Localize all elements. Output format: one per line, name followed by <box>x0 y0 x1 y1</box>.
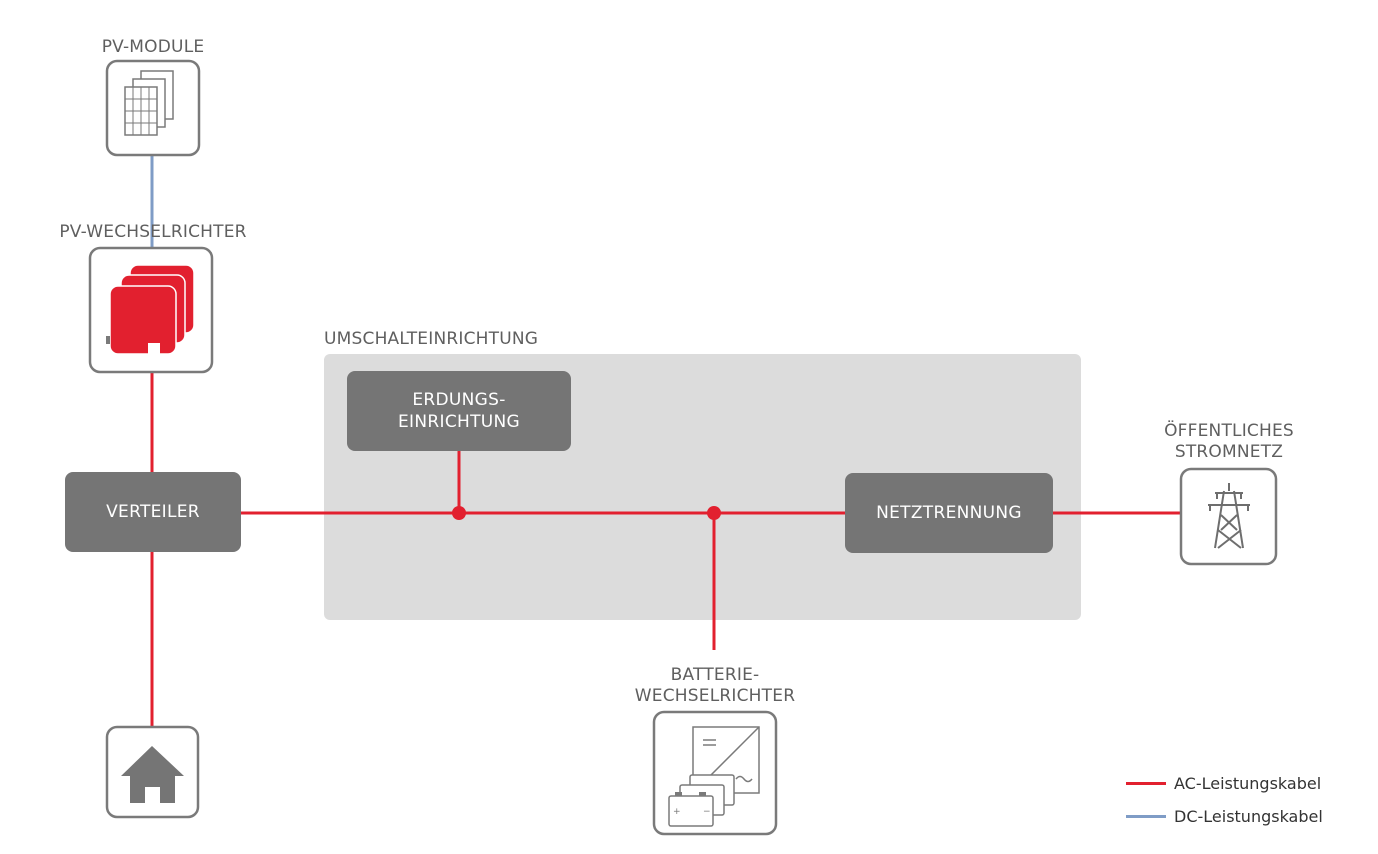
legend-ac-label: AC-Leistungskabel <box>1174 774 1322 793</box>
grounding-device-box: ERDUNGS- EINRICHTUNG <box>347 371 571 451</box>
battery-inverter-label: BATTERIE- WECHSELRICHTER <box>602 665 828 707</box>
house-icon <box>105 725 200 819</box>
junction-grounding <box>452 506 466 520</box>
grid-separation-box: NETZTRENNUNG <box>845 473 1053 553</box>
legend-ac: AC-Leistungskabel <box>1126 774 1321 793</box>
grounding-device-label-line2: EINRICHTUNG <box>398 412 520 432</box>
junction-battery <box>707 506 721 520</box>
public-grid-label: ÖFFENTLICHES STROMNETZ <box>1138 421 1320 463</box>
pv-modules-label: PV-MODULE <box>101 37 205 57</box>
switch-device-label: UMSCHALTEINRICHTUNG <box>324 329 539 349</box>
battery-inverter-label-line2: WECHSELRICHTER <box>634 686 796 706</box>
power-tower-icon <box>1179 467 1278 566</box>
battery-inverter-icon: + − <box>652 710 778 836</box>
distributor-box: VERTEILER <box>65 472 241 552</box>
grid-separation-box-label: NETZTRENNUNG <box>876 503 1022 523</box>
public-grid-label-line2: STROMNETZ <box>1174 442 1284 462</box>
inverter-icon <box>88 246 214 374</box>
battery-inverter-label-line1: BATTERIE- <box>670 665 760 685</box>
distributor-box-label: VERTEILER <box>106 502 200 522</box>
legend-dc-line <box>1126 815 1166 818</box>
public-grid-label-line1: ÖFFENTLICHES <box>1164 421 1294 441</box>
solar-panel-icon <box>105 59 201 157</box>
pv-inverter-label: PV-WECHSELRICHTER <box>59 222 247 242</box>
legend-ac-line <box>1126 782 1166 785</box>
svg-text:−: − <box>703 807 711 817</box>
legend-dc-label: DC-Leistungskabel <box>1174 807 1323 826</box>
grounding-device-label-line1: ERDUNGS- <box>412 390 506 410</box>
legend-dc: DC-Leistungskabel <box>1126 807 1323 826</box>
svg-text:+: + <box>673 807 681 817</box>
